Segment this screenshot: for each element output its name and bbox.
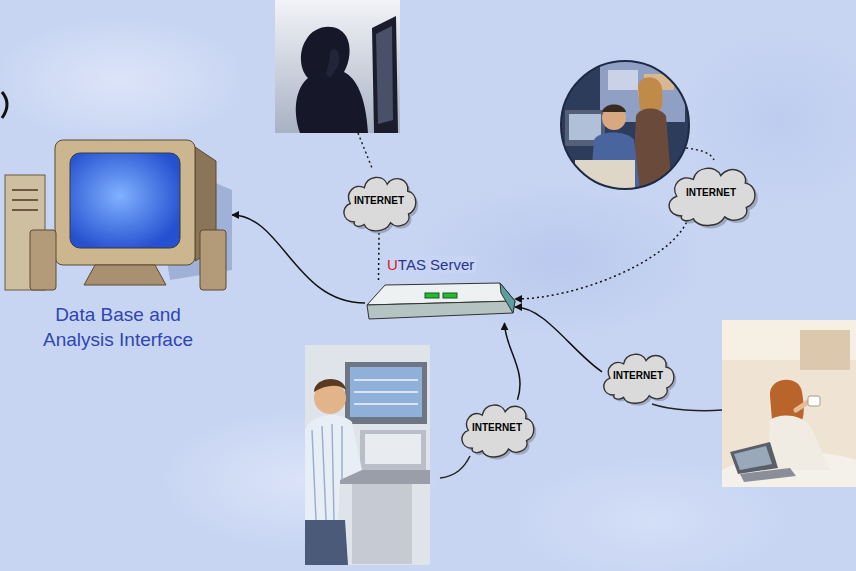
computer-caption: Data Base and Analysis Interface xyxy=(36,303,200,352)
cloud-label: INTERNET xyxy=(472,422,522,433)
computer-icon-part xyxy=(200,230,226,290)
thinking-person-photo xyxy=(275,0,400,133)
team-photo-part xyxy=(608,70,638,90)
operator-photo-part xyxy=(350,367,422,417)
connector xyxy=(232,215,365,303)
internet-cloud: INTERNET xyxy=(662,155,760,230)
team-photo-part xyxy=(602,105,626,113)
computer-icon-part xyxy=(12,190,38,210)
cloud-shape-part xyxy=(344,177,416,231)
computer-icon xyxy=(0,135,232,295)
thinking-person-photo-part xyxy=(296,27,368,133)
photo-link-part xyxy=(686,148,714,160)
computer-icon-part xyxy=(84,265,166,285)
thinking-person-photo-part xyxy=(275,0,400,133)
thinking-person-photo-part xyxy=(372,16,398,133)
photo-link-part xyxy=(652,404,722,411)
operator-photo-part xyxy=(360,430,426,470)
home-user-photo-part xyxy=(796,402,808,410)
team-photo-part xyxy=(638,77,663,110)
operator-photo xyxy=(305,345,430,565)
home-user-photo-part xyxy=(808,396,820,406)
operator-photo-part xyxy=(305,345,430,565)
computer-icon-part xyxy=(30,230,56,290)
home-user-photo-part xyxy=(768,415,830,470)
team-photo xyxy=(560,60,690,190)
operator-photo-part xyxy=(345,362,427,424)
home-user-photo-part xyxy=(730,442,778,474)
server-icon-part xyxy=(500,283,515,313)
connector xyxy=(515,307,602,372)
thinking-person-photo-part xyxy=(326,49,339,78)
operator-photo-part xyxy=(305,415,362,520)
server-icon-part xyxy=(443,293,457,298)
team-photo-frame xyxy=(561,61,689,189)
server-label: UTAS Server xyxy=(385,256,476,273)
operator-photo-part xyxy=(314,379,346,392)
cloud-shape-part xyxy=(604,354,674,403)
home-user-photo xyxy=(722,320,856,487)
connector xyxy=(505,323,521,400)
thinking-person-photo-part xyxy=(376,26,393,124)
cloud-shape-part xyxy=(462,405,534,457)
connector xyxy=(378,233,380,283)
connector xyxy=(515,223,687,300)
home-user-photo-part xyxy=(800,330,850,370)
operator-photo-part xyxy=(365,434,421,464)
operator-photo-part xyxy=(354,380,418,404)
team-photo-part xyxy=(560,60,690,190)
cloud-label: INTERNET xyxy=(354,195,404,206)
internet-cloud: INTERNET xyxy=(598,343,678,407)
home-user-photo-part xyxy=(722,320,856,487)
computer-icon-part xyxy=(70,153,180,248)
cloud-label: INTERNET xyxy=(686,187,736,198)
server-icon xyxy=(365,283,515,323)
database-computer: Data Base and Analysis Interface xyxy=(0,135,232,295)
operator-photo-part xyxy=(312,424,342,520)
cloud-shape-part xyxy=(669,168,755,225)
photo-link xyxy=(358,133,722,478)
cloud-label: INTERNET xyxy=(613,370,663,381)
home-user-photo-part xyxy=(740,468,796,482)
edge-arc xyxy=(2,92,7,118)
team-photo-part xyxy=(569,114,601,140)
internet-cloud: INTERNET xyxy=(456,393,538,461)
server-icon-part xyxy=(425,293,439,298)
photo-link-part xyxy=(440,456,470,478)
operator-photo-part xyxy=(352,484,412,564)
photo-link-part xyxy=(358,133,372,168)
server-icon-part xyxy=(367,301,515,319)
server-node: UTAS Server xyxy=(365,283,515,323)
operator-photo-part xyxy=(305,520,348,565)
computer-icon-part xyxy=(55,140,195,265)
home-user-photo-part xyxy=(734,446,772,470)
internet-cloud: INTERNET xyxy=(338,165,420,235)
